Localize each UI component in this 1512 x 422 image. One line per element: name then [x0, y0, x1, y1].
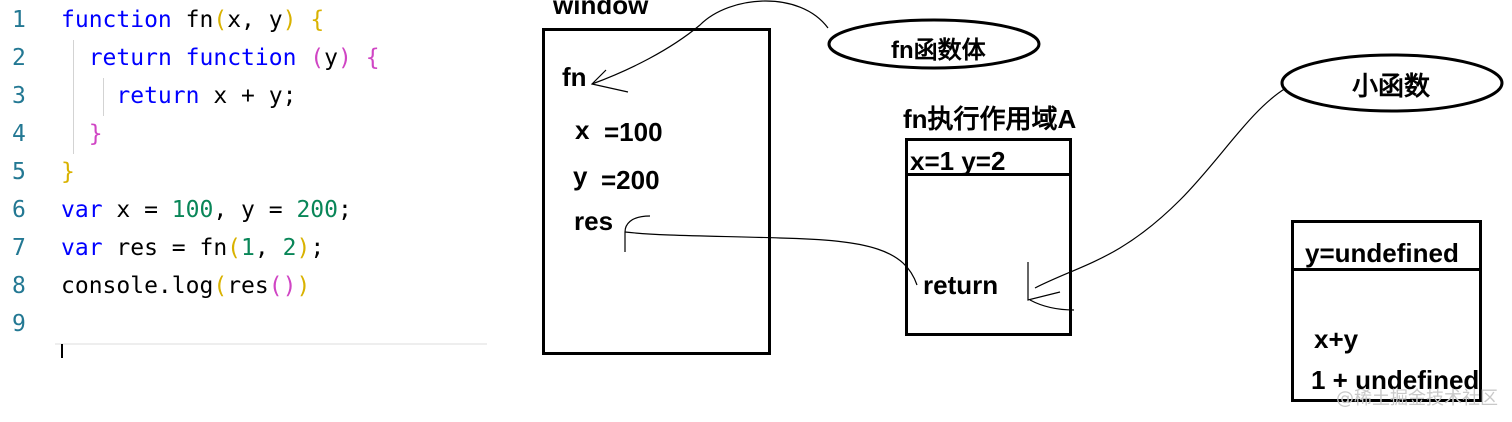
- code-token: 1: [241, 235, 255, 261]
- code-token: x =: [102, 197, 172, 223]
- code-token: var: [61, 197, 103, 223]
- small-fn-bubble-outline: [1280, 53, 1504, 113]
- code-text: console.log(res()): [61, 267, 310, 305]
- arrow-fn-body-to-fn: [591, 0, 829, 85]
- code-token: ): [296, 273, 311, 299]
- line-number: 7: [12, 235, 26, 261]
- code-token: ): [338, 45, 352, 71]
- code-token: ;: [337, 197, 352, 223]
- arrow-head-res: [624, 215, 651, 252]
- line-number: 6: [12, 197, 26, 223]
- code-token: return: [88, 45, 172, 71]
- code-text: }: [61, 115, 103, 153]
- line-number: 4: [12, 121, 26, 147]
- code-token: x + y;: [199, 83, 297, 109]
- code-text: var x = 100, y = 200;: [61, 191, 352, 229]
- scope-return: return: [923, 270, 999, 300]
- line-number: 2: [12, 45, 26, 71]
- arrow-head-fn: [590, 69, 629, 93]
- window-x-value: =100: [604, 117, 663, 147]
- fn-body-bubble-label: fn函数体: [891, 37, 986, 64]
- inner-fn-line1: x+y: [1314, 324, 1359, 354]
- window-res: res: [574, 206, 614, 236]
- window-fn: fn: [562, 62, 587, 92]
- code-token: 100: [171, 197, 214, 223]
- code-token: fn: [171, 7, 214, 33]
- current-line-highlight: [55, 343, 487, 345]
- line-number: 8: [12, 273, 26, 299]
- code-token: res = fn: [102, 235, 228, 261]
- code-token: ): [296, 235, 311, 261]
- code-text: }: [61, 153, 75, 191]
- code-text: var res = fn(1, 2);: [61, 229, 324, 267]
- code-token: (: [213, 7, 228, 33]
- code-token: (: [227, 235, 242, 261]
- scope-divider: [905, 173, 1072, 176]
- inner-fn-divider: [1291, 268, 1482, 271]
- inner-fn-box: [1291, 220, 1482, 402]
- indent-guide: [73, 40, 74, 154]
- code-token: {: [310, 7, 325, 33]
- arrow-head-return: [1027, 262, 1061, 301]
- scope-title: fn执行作用域A: [903, 104, 1077, 134]
- code-line[interactable]: 4 }: [0, 115, 490, 153]
- inner-fn-header: y=undefined: [1305, 238, 1459, 268]
- inner-fn-line2: 1 + undefined: [1311, 365, 1480, 395]
- window-y-name: y: [573, 161, 588, 191]
- code-text: return x + y;: [61, 77, 296, 115]
- code-token: function: [61, 7, 172, 33]
- code-token: (: [310, 45, 325, 71]
- arrow-small-fn-to-return: [1034, 87, 1287, 289]
- code-text: function fn(x, y) {: [61, 1, 324, 39]
- code-token: 2: [282, 235, 297, 261]
- code-token: console.log: [61, 273, 214, 299]
- text-caret: [61, 344, 63, 358]
- line-number: 3: [12, 83, 26, 109]
- code-token: ): [282, 7, 297, 33]
- scope-header: x=1 y=2: [910, 146, 1006, 176]
- code-token: , y =: [213, 197, 297, 223]
- window-box: [542, 28, 771, 355]
- code-token: }: [88, 121, 103, 147]
- arrow-return-to-res: [624, 231, 918, 286]
- fn-body-bubble-outline: [827, 18, 1041, 70]
- code-token: y: [268, 7, 283, 33]
- code-token: x,: [227, 7, 269, 33]
- code-token: y: [324, 45, 339, 71]
- code-line[interactable]: 1 function fn(x, y) {: [0, 1, 490, 39]
- code-token: function: [185, 45, 297, 71]
- small-fn-bubble-label: 小函数: [1352, 71, 1431, 101]
- code-line[interactable]: 5}: [0, 153, 490, 191]
- code-line[interactable]: 2 return function (y) {: [0, 39, 490, 77]
- code-token: return: [116, 83, 200, 109]
- window-y-value: =200: [601, 165, 660, 195]
- indent-guide: [103, 78, 104, 116]
- line-number: 9: [12, 311, 26, 337]
- scope-box: [905, 138, 1072, 336]
- code-token: (: [213, 273, 228, 299]
- code-token: ): [282, 273, 297, 299]
- code-line[interactable]: 6 var x = 100, y = 200;: [0, 191, 490, 229]
- code-token: 200: [296, 197, 338, 223]
- code-token: {: [365, 45, 380, 71]
- code-token: }: [61, 159, 75, 185]
- window-x-name: x: [575, 115, 590, 145]
- code-line[interactable]: 9: [0, 305, 490, 343]
- code-token: var: [61, 235, 103, 261]
- code-token: res: [227, 273, 269, 299]
- code-line[interactable]: 3 return x + y;: [0, 77, 490, 115]
- code-token: ;: [310, 235, 325, 261]
- line-number: 5: [12, 159, 26, 185]
- window-label: window: [553, 0, 649, 20]
- code-token: ,: [254, 235, 283, 261]
- line-number: 1: [12, 7, 26, 33]
- code-token: (: [268, 273, 283, 299]
- code-line[interactable]: 7 var res = fn(1, 2);: [0, 229, 490, 267]
- watermark: @稀土掘金技术社区: [1336, 388, 1498, 409]
- code-text: return function (y) {: [61, 39, 380, 77]
